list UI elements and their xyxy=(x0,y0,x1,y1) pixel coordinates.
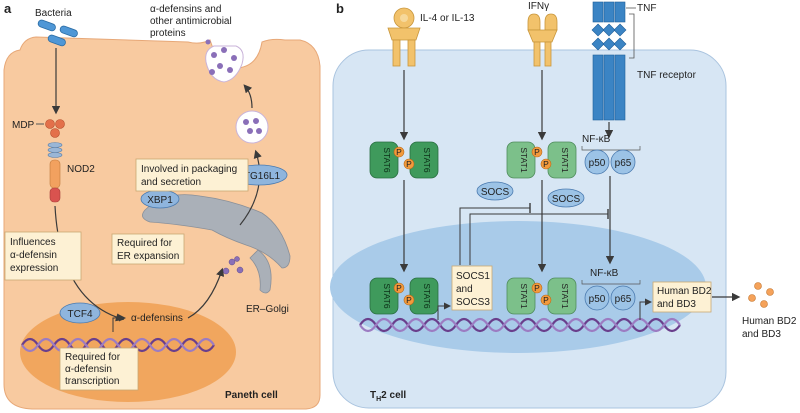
tnf-label: TNF xyxy=(637,3,656,14)
svg-text:STAT1: STAT1 xyxy=(560,283,570,308)
alpha-defensins-label: α-defensins xyxy=(131,313,183,324)
nfkb-nuc: p50 p65 xyxy=(584,285,636,311)
bd-box: Human BD2 and BD3 xyxy=(652,281,712,313)
er-expansion-box: Required for ER expansion xyxy=(111,233,185,265)
paneth-cell-label: Paneth cell xyxy=(225,390,278,401)
svg-text:P: P xyxy=(534,283,540,293)
th2-cell-label: TH2 cell xyxy=(370,390,406,403)
svg-text:and BD3: and BD3 xyxy=(657,299,696,310)
svg-text:P: P xyxy=(396,283,402,293)
tnf-receptor xyxy=(591,1,636,121)
svg-text:expression: expression xyxy=(10,263,58,274)
il4-receptor xyxy=(387,7,421,67)
stat6-dimer-nuc: STAT6 STAT6 P P xyxy=(369,277,439,315)
panel-a: a Bacteria MDP xyxy=(3,1,321,410)
svg-text:p50: p50 xyxy=(589,294,606,305)
svg-text:P: P xyxy=(406,295,412,305)
nod2-label: NOD2 xyxy=(67,164,95,175)
bacteria-label: Bacteria xyxy=(35,8,72,19)
svg-text:Influences: Influences xyxy=(10,237,56,248)
svg-text:P: P xyxy=(534,147,540,157)
svg-text:P: P xyxy=(396,147,402,157)
svg-text:TCF4: TCF4 xyxy=(68,309,93,320)
tnf-receptor-label: TNF receptor xyxy=(637,70,697,81)
svg-text:SOCS: SOCS xyxy=(552,194,581,205)
influences-box: Influences α-defensin expression xyxy=(4,231,82,281)
svg-text:STAT1: STAT1 xyxy=(519,283,529,308)
svg-text:Required for: Required for xyxy=(65,352,121,363)
svg-text:α-defensin: α-defensin xyxy=(10,250,57,261)
svg-text:XBP1: XBP1 xyxy=(147,195,173,206)
svg-text:STAT1: STAT1 xyxy=(560,147,570,172)
defensins-top-label-2: other antimicrobial xyxy=(150,16,232,27)
svg-text:and secretion: and secretion xyxy=(141,177,201,188)
svg-text:SOCS: SOCS xyxy=(481,187,510,198)
bd-out-label-1: Human BD2 xyxy=(742,316,797,327)
svg-text:STAT1: STAT1 xyxy=(519,147,529,172)
nod2-icon xyxy=(47,142,63,203)
svg-text:p50: p50 xyxy=(589,158,606,169)
er-golgi-label: ER–Golgi xyxy=(246,304,289,315)
svg-text:STAT6: STAT6 xyxy=(382,283,392,308)
svg-text:Involved in packaging: Involved in packaging xyxy=(141,164,237,175)
secreted-defensins xyxy=(205,39,244,83)
svg-text:α-defensin: α-defensin xyxy=(65,364,112,375)
svg-text:STAT6: STAT6 xyxy=(422,147,432,172)
svg-text:P: P xyxy=(406,159,412,169)
stat1-dimer-cyto: STAT1 STAT1 P P xyxy=(506,141,577,179)
svg-text:SOCS1: SOCS1 xyxy=(456,271,490,282)
svg-text:Required for: Required for xyxy=(117,238,173,249)
secretory-vesicle xyxy=(235,110,269,144)
nfkb-label-nuc: NF-κB xyxy=(590,268,619,279)
er-golgi xyxy=(142,194,291,269)
xbp1-badge: XBP1 xyxy=(140,189,180,209)
socs-badge-2: SOCS xyxy=(547,188,585,208)
svg-text:and: and xyxy=(456,284,473,295)
svg-text:P: P xyxy=(543,159,549,169)
mdp-icon xyxy=(45,119,65,138)
svg-text:p65: p65 xyxy=(615,294,632,305)
stat6-dimer-cyto: STAT6 STAT6 P P xyxy=(369,141,439,179)
ifng-label: IFNγ xyxy=(528,1,549,12)
nfkb-cyto: p50 p65 xyxy=(584,149,636,175)
tcf4-badge: TCF4 xyxy=(59,302,101,324)
socs13-box: SOCS1 and SOCS3 xyxy=(451,265,493,311)
transcription-box: Required for α-defensin transcription xyxy=(59,347,139,391)
bd-peptides xyxy=(748,282,774,308)
panel-b-letter: b xyxy=(336,1,344,16)
panel-a-letter: a xyxy=(4,1,12,16)
panel-b: b IL-4 or IL-13 IFNγ xyxy=(330,1,797,409)
ifng-receptor xyxy=(527,13,558,67)
svg-text:SOCS3: SOCS3 xyxy=(456,297,490,308)
svg-text:STAT6: STAT6 xyxy=(422,283,432,308)
svg-text:ER expansion: ER expansion xyxy=(117,251,179,262)
svg-text:STAT6: STAT6 xyxy=(382,147,392,172)
stat1-dimer-nuc: STAT1 STAT1 P P xyxy=(506,277,577,315)
defensins-top-label-1: α-defensins and xyxy=(150,4,221,15)
bd-out-label-2: and BD3 xyxy=(742,329,781,340)
bacteria-icon xyxy=(37,19,78,47)
il4-label: IL-4 or IL-13 xyxy=(420,13,475,24)
dna-helix-b xyxy=(359,317,681,333)
golgi-granules xyxy=(222,256,244,275)
defensins-top-label-3: proteins xyxy=(150,28,186,39)
svg-text:P: P xyxy=(543,295,549,305)
svg-text:Human BD2: Human BD2 xyxy=(657,286,712,297)
packaging-box: Involved in packaging and secretion xyxy=(135,158,249,192)
nfkb-label-cyto: NF-κB xyxy=(582,134,611,145)
mdp-label: MDP xyxy=(12,120,35,131)
socs-badge-1: SOCS xyxy=(476,181,514,201)
svg-text:transcription: transcription xyxy=(65,376,119,387)
svg-text:p65: p65 xyxy=(615,158,632,169)
svg-text:ATG16L1: ATG16L1 xyxy=(238,171,280,182)
dna-helix-a xyxy=(21,337,215,353)
